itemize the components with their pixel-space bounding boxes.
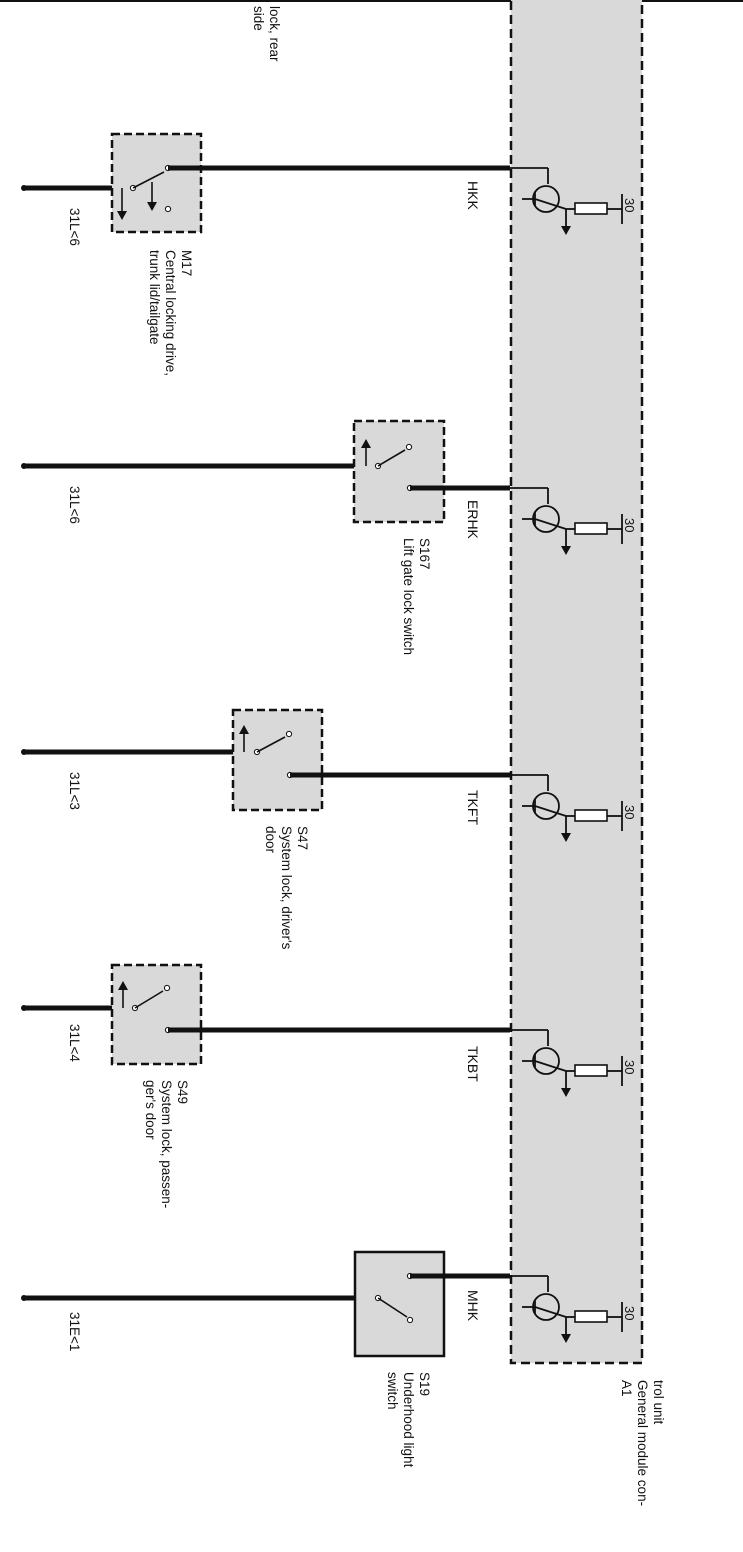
channel-mhk: MHK 30 31E<1 S19 Underhood light switch bbox=[21, 1250, 637, 1468]
ground-terminal bbox=[21, 1005, 27, 1011]
device-name-line-1: System lock, passen- bbox=[159, 1080, 174, 1208]
channel-tkbt: TKBT 30 31L<4 S49 System lock, passen- g… bbox=[21, 963, 637, 1208]
device-name-line-1: Underhood light bbox=[401, 1372, 416, 1468]
channel-erhk: ERHK 30 31L<6 S167 Lift gate lock switch bbox=[21, 419, 637, 655]
channel-hkk: HKK 30 31L<6 M17 Central locking drive, … bbox=[21, 132, 637, 376]
pin-label: 30 bbox=[622, 198, 637, 212]
actuator-arrowhead bbox=[118, 981, 128, 990]
device-box bbox=[352, 419, 446, 524]
module-label: A1 General module con- trol unit bbox=[619, 1380, 666, 1506]
switch-blade bbox=[377, 449, 406, 467]
signal-label: HKK bbox=[465, 181, 481, 210]
device-name-line-1: Lift gate lock switch bbox=[401, 538, 416, 655]
ground-label: 31L<6 bbox=[67, 486, 82, 524]
device-id: S49 bbox=[175, 1080, 190, 1104]
transistor-emitter bbox=[534, 1060, 567, 1072]
signal-label: TKBT bbox=[465, 1046, 481, 1082]
device-name-line-2: ger's door bbox=[143, 1080, 158, 1140]
signal-label: TKFT bbox=[465, 790, 481, 825]
device-id: M17 bbox=[179, 250, 194, 276]
signal-label: ERHK bbox=[465, 500, 481, 540]
ground-terminal bbox=[21, 463, 27, 469]
switch-blade bbox=[134, 990, 164, 1009]
switch-contact bbox=[164, 205, 172, 213]
transistor-emitter bbox=[534, 1306, 567, 1318]
device-box bbox=[231, 708, 324, 812]
ground-label: 31E<1 bbox=[67, 1312, 82, 1351]
switch-contact bbox=[163, 984, 171, 992]
top-note-line-1: lock, rear bbox=[267, 6, 282, 62]
resistor-icon bbox=[574, 522, 608, 535]
channel-tkft: TKFT 30 31L<3 S47 System lock, driver's … bbox=[21, 708, 637, 950]
actuator-arrowhead bbox=[239, 725, 249, 734]
ground-arrow-icon bbox=[561, 546, 571, 555]
device-box bbox=[110, 132, 203, 234]
switch-blade bbox=[132, 171, 165, 189]
actuator-arrowhead bbox=[147, 202, 157, 211]
device-name-line-1: System lock, driver's bbox=[279, 826, 294, 950]
switch-blade bbox=[256, 736, 286, 753]
device-name-line-2: door bbox=[263, 826, 278, 854]
ground-terminal bbox=[21, 185, 27, 191]
top-note-line-2: side bbox=[251, 6, 266, 31]
pin-label: 30 bbox=[622, 805, 637, 819]
ground-label: 31L<4 bbox=[67, 1024, 82, 1062]
ground-arrow-icon bbox=[561, 833, 571, 842]
module-name-line-1: General module con- bbox=[635, 1380, 650, 1506]
ground-arrow-icon bbox=[561, 1088, 571, 1097]
transistor-emitter bbox=[534, 198, 567, 210]
ground-terminal bbox=[21, 1295, 27, 1301]
pin-label: 30 bbox=[622, 1060, 637, 1074]
ground-label: 31L<6 bbox=[67, 208, 82, 246]
transistor-emitter bbox=[534, 518, 567, 530]
pin-label: 30 bbox=[622, 1306, 637, 1320]
resistor-icon bbox=[574, 1064, 608, 1077]
module-name-line-2: trol unit bbox=[651, 1380, 666, 1425]
device-id: S19 bbox=[417, 1372, 432, 1396]
switch-contact bbox=[405, 443, 413, 451]
resistor-icon bbox=[574, 202, 608, 215]
switch-contact bbox=[406, 1316, 414, 1324]
general-module-box bbox=[509, 0, 644, 1365]
signal-label: MHK bbox=[465, 1290, 481, 1322]
actuator-arrowhead bbox=[117, 211, 127, 220]
actuator-arrowhead bbox=[361, 439, 371, 448]
ground-label: 31L<3 bbox=[67, 772, 82, 810]
module-id: A1 bbox=[619, 1380, 634, 1397]
device-box bbox=[353, 1250, 446, 1358]
device-name-line-1: Central locking drive, bbox=[163, 250, 178, 376]
device-name-line-2: trunk lid/tailgate bbox=[147, 250, 162, 345]
ground-arrow-icon bbox=[561, 226, 571, 235]
device-id: S167 bbox=[417, 538, 432, 570]
device-box bbox=[110, 963, 203, 1066]
ground-terminal bbox=[21, 749, 27, 755]
ground-arrow-icon bbox=[561, 1334, 571, 1343]
top-note: lock, rear side bbox=[251, 6, 282, 62]
device-name-line-2: switch bbox=[385, 1372, 400, 1410]
device-id: S47 bbox=[295, 826, 310, 850]
switch-blade bbox=[377, 1297, 408, 1318]
transistor-emitter bbox=[534, 805, 567, 817]
resistor-icon bbox=[574, 809, 608, 822]
resistor-icon bbox=[574, 1310, 608, 1323]
pin-label: 30 bbox=[622, 518, 637, 532]
switch-contact bbox=[285, 730, 293, 738]
